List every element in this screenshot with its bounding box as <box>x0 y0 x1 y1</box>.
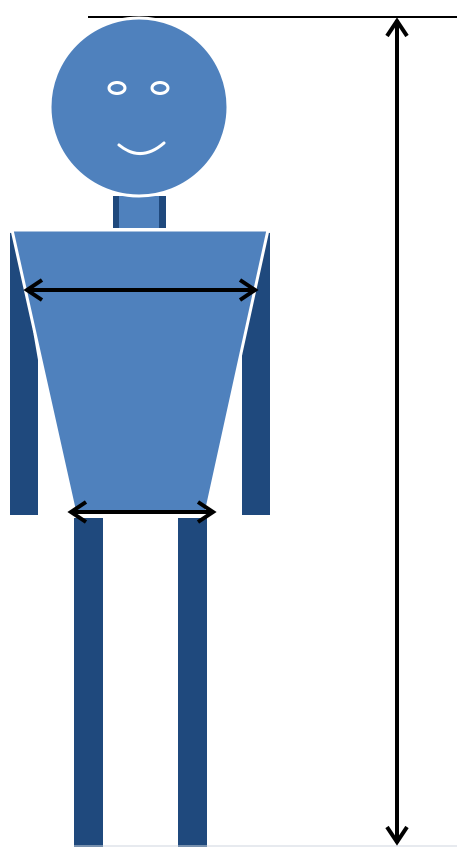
left-leg <box>74 518 103 847</box>
right-leg <box>178 518 207 847</box>
right-eye <box>150 81 170 95</box>
smile <box>117 141 166 155</box>
neck-front <box>119 196 159 228</box>
height-measurement-arrow <box>385 17 409 846</box>
torso <box>10 228 270 515</box>
chest-width-arrow <box>23 278 259 302</box>
waist-width-arrow <box>67 500 217 524</box>
head <box>48 16 230 198</box>
right-arm <box>242 232 270 515</box>
left-arm <box>10 232 38 515</box>
left-eye <box>107 81 127 95</box>
